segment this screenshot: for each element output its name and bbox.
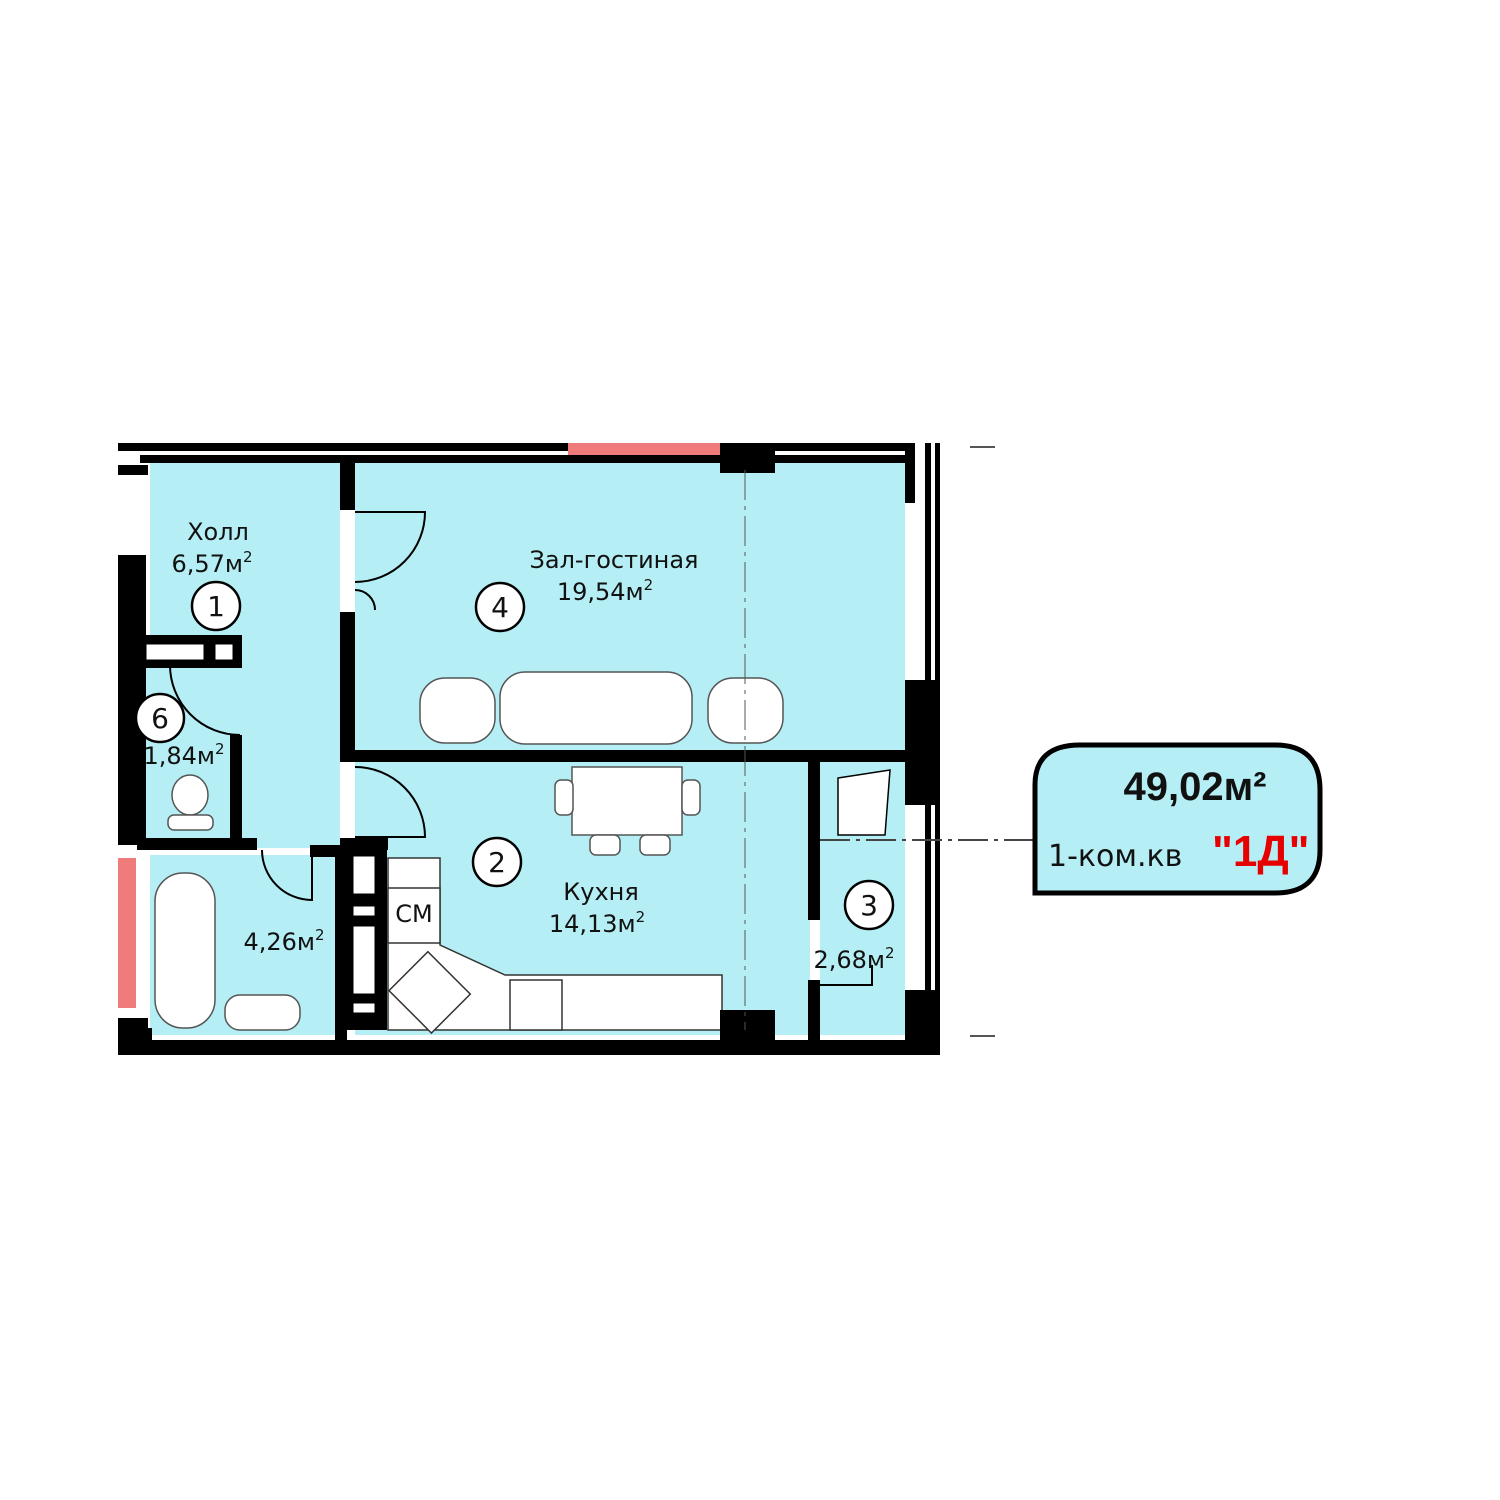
- bathtub-icon: [154, 872, 216, 1029]
- doors: [169, 511, 873, 986]
- kitchen-counter: [387, 857, 723, 1035]
- svg-text:6,57м2: 6,57м2: [171, 548, 252, 578]
- hall-area: 6,57м: [171, 550, 243, 578]
- room-number-6: 6: [151, 702, 169, 735]
- furniture: [143, 641, 891, 1031]
- window-red-top: [568, 443, 720, 455]
- storage-area: 2,68м: [813, 946, 885, 974]
- toilet-icon: [171, 774, 209, 816]
- toilet-area: 1,84м: [143, 742, 215, 770]
- room-number-4: 4: [491, 591, 509, 624]
- bathroom-area: 4,26м: [243, 928, 315, 956]
- total-area: 49,02м²: [1123, 765, 1266, 809]
- room-number-1: 1: [207, 590, 225, 623]
- living-area: 19,54м: [557, 578, 644, 606]
- svg-text:19,54м2: 19,54м2: [557, 576, 653, 606]
- room-number-2: 2: [488, 846, 506, 879]
- armchair-icon: [419, 677, 496, 744]
- room-number-3: 3: [860, 889, 878, 922]
- apartment-type: 1-ком.кв: [1048, 839, 1182, 874]
- apartment-code: "1Д": [1212, 827, 1310, 876]
- svg-text:1,84м2: 1,84м2: [143, 740, 224, 770]
- dining-table-icon: [571, 766, 683, 836]
- room-labels: Холл 6,57м2 Зал-гостиная 19,54м2 Кухня 1…: [143, 518, 894, 974]
- living-name: Зал-гостиная: [530, 546, 699, 574]
- window-red-left: [118, 858, 136, 1008]
- room-numbers: [134, 580, 895, 931]
- sofa-icon: [499, 671, 693, 745]
- walls: [118, 443, 940, 1055]
- kitchen-area: 14,13м: [549, 910, 636, 938]
- svg-text:4,26м2: 4,26м2: [243, 926, 324, 956]
- hall-name: Холл: [187, 518, 249, 546]
- svg-text:14,13м2: 14,13м2: [549, 908, 645, 938]
- washing-machine-label: СМ: [395, 900, 432, 928]
- room-number-labels: 1 4 2 3 6: [151, 590, 878, 922]
- sink-icon: [224, 994, 301, 1031]
- kitchen-name: Кухня: [563, 878, 639, 906]
- summary-box: 49,02м² 1-ком.кв "1Д": [1032, 742, 1323, 896]
- svg-text:2,68м2: 2,68м2: [813, 944, 894, 974]
